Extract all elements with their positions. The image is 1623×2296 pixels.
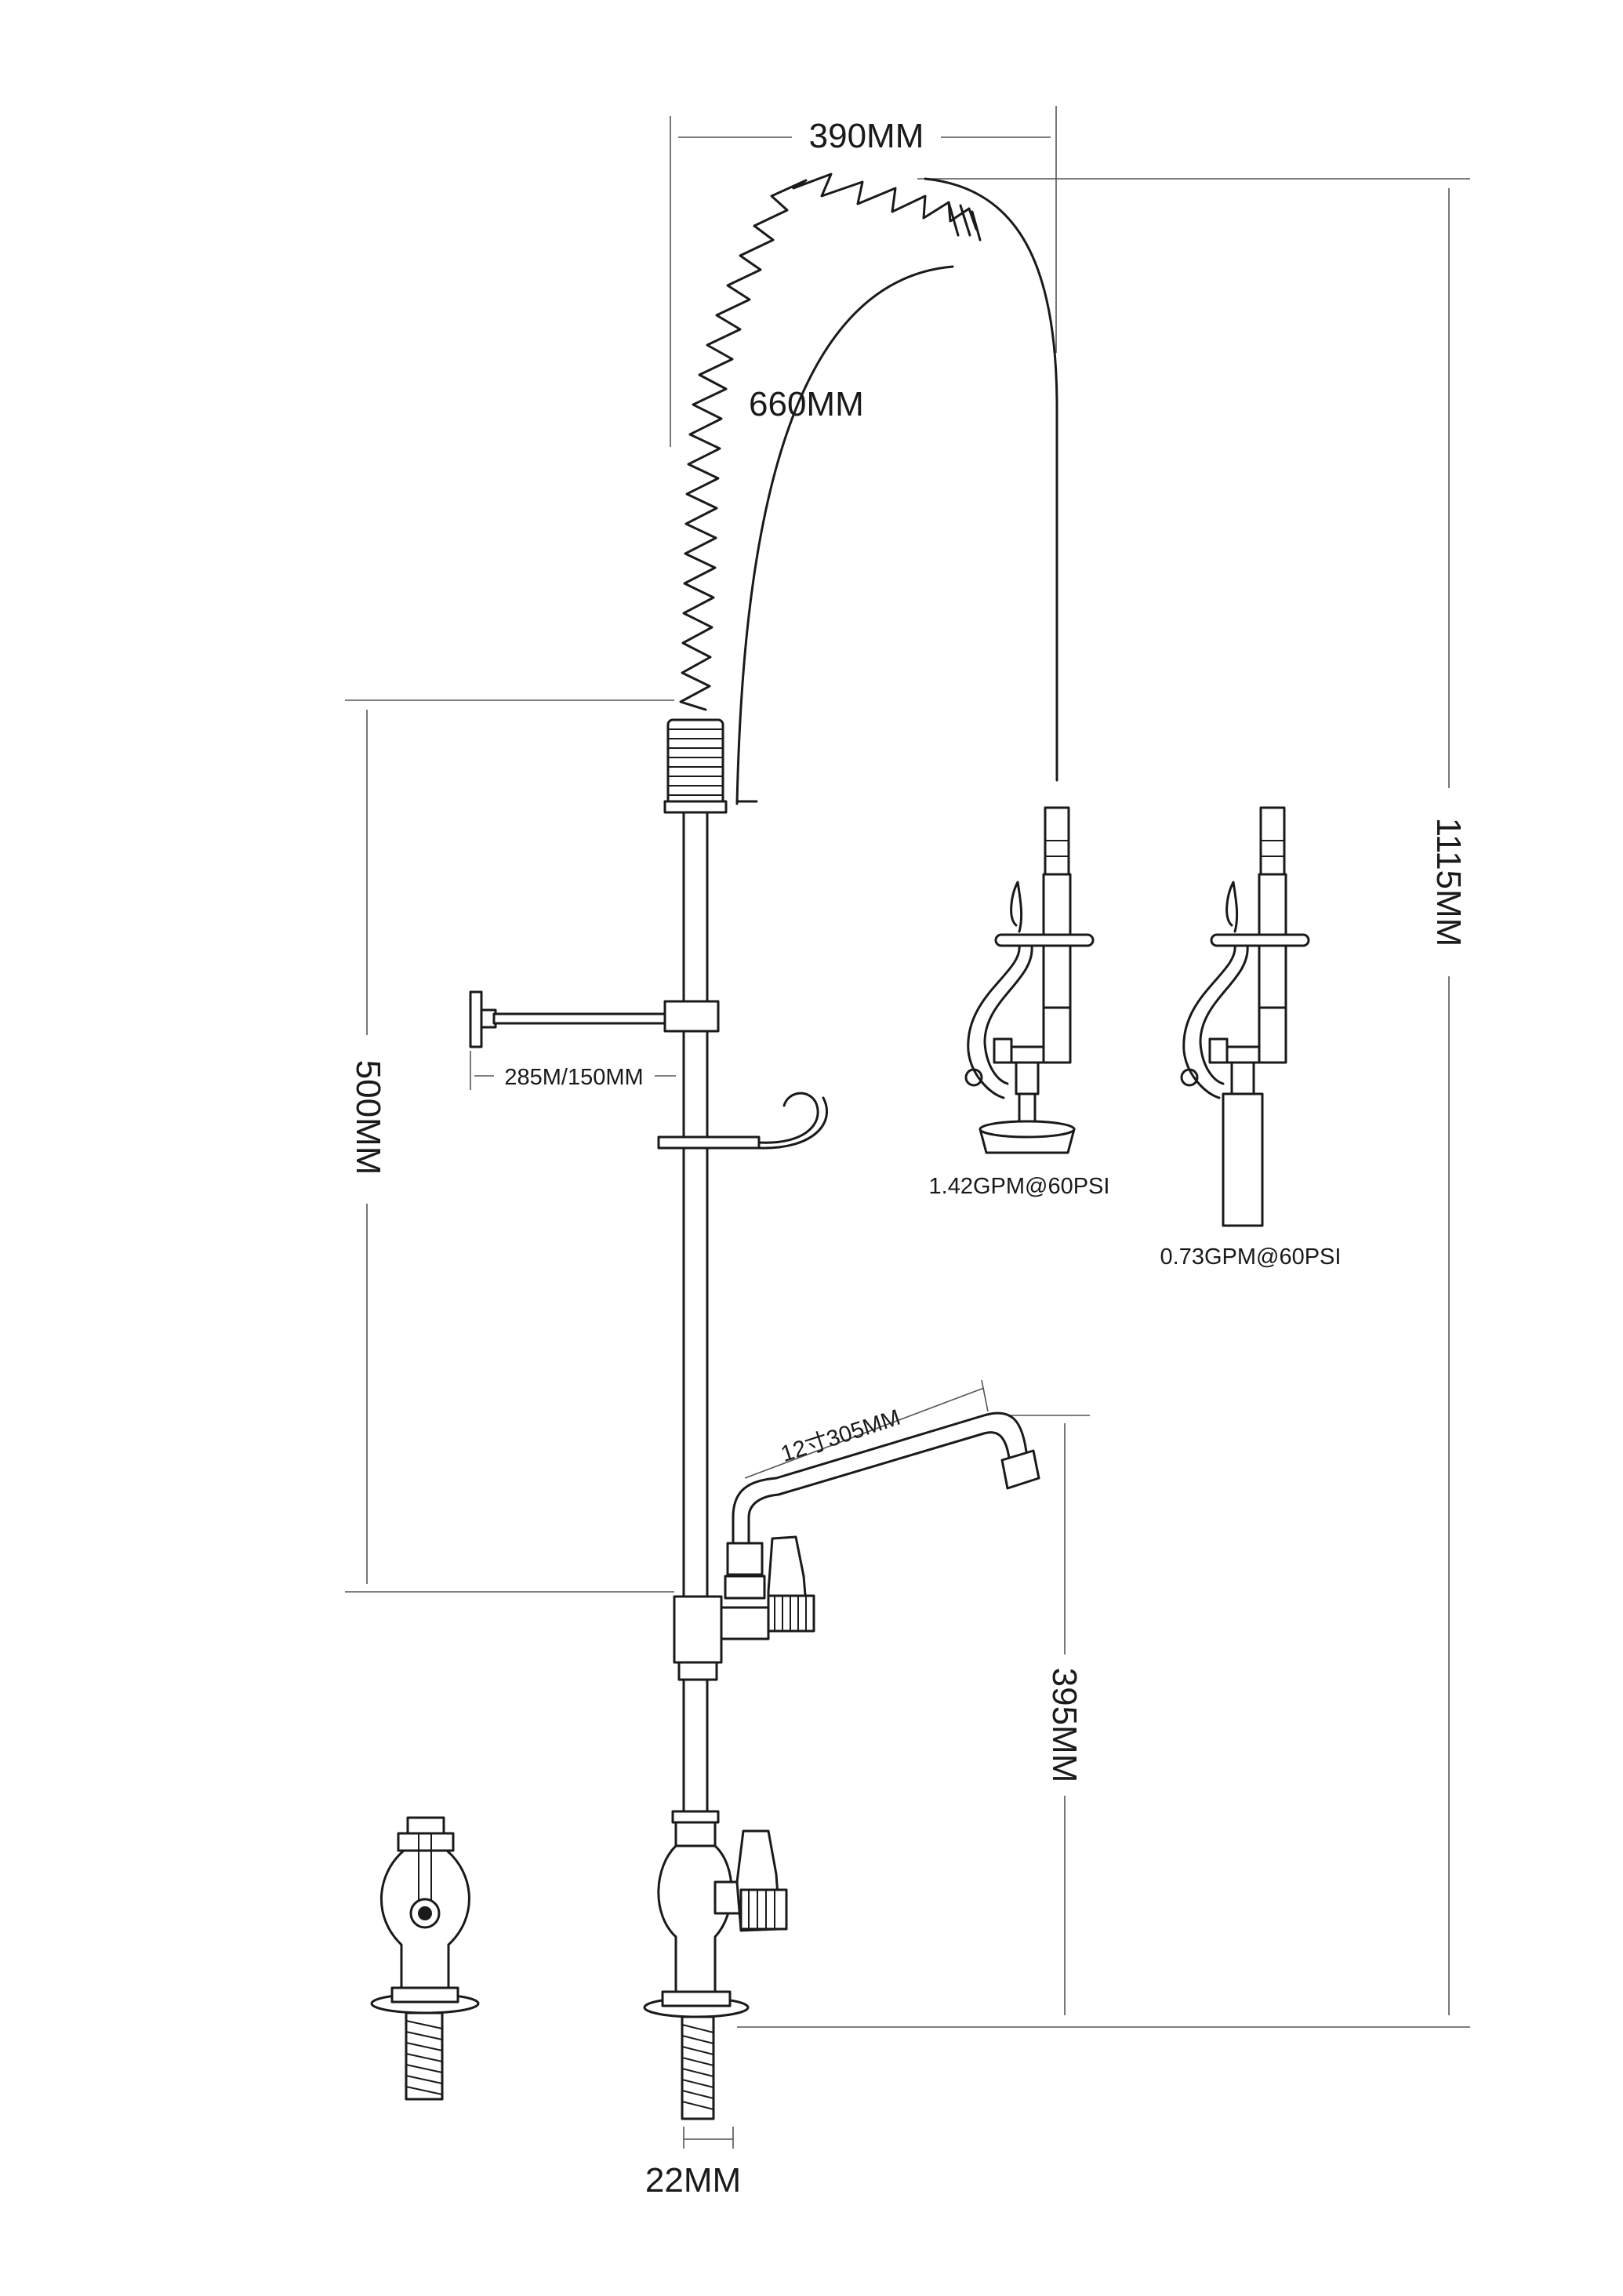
- dimension-labels: 390MM 660MM 1115MM 500MM 285M/150MM 12寸3…: [349, 117, 1468, 2200]
- spring-coil: [663, 173, 982, 814]
- flexible-hose: [735, 177, 1058, 805]
- label-wall-bracket: 285M/150MM: [504, 1065, 643, 1090]
- side-view-valve: [370, 1816, 480, 2101]
- label-thread-size: 22MM: [645, 2161, 741, 2200]
- spray-hook: [657, 1092, 828, 1150]
- riser-column: [682, 811, 709, 1817]
- label-standard-flow: 1.42GPM@60PSI: [929, 1174, 1110, 1199]
- deck-valve: [643, 1810, 788, 2120]
- spout-assembly: [673, 1411, 1040, 1681]
- dimension-lines: [345, 106, 1470, 2149]
- label-faucet-height: 395MM: [1045, 1668, 1084, 1783]
- label-column-height: 500MM: [349, 1060, 387, 1175]
- spray-valve-low-flow: [1180, 806, 1310, 1227]
- spray-valve-standard: [964, 806, 1095, 1154]
- label-hose-width: 390MM: [809, 117, 924, 155]
- label-low-flow: 0.73GPM@60PSI: [1160, 1244, 1342, 1270]
- label-spring-height: 660MM: [749, 385, 864, 423]
- label-total-height: 1115MM: [1429, 818, 1468, 947]
- wall-bracket: [469, 990, 720, 1048]
